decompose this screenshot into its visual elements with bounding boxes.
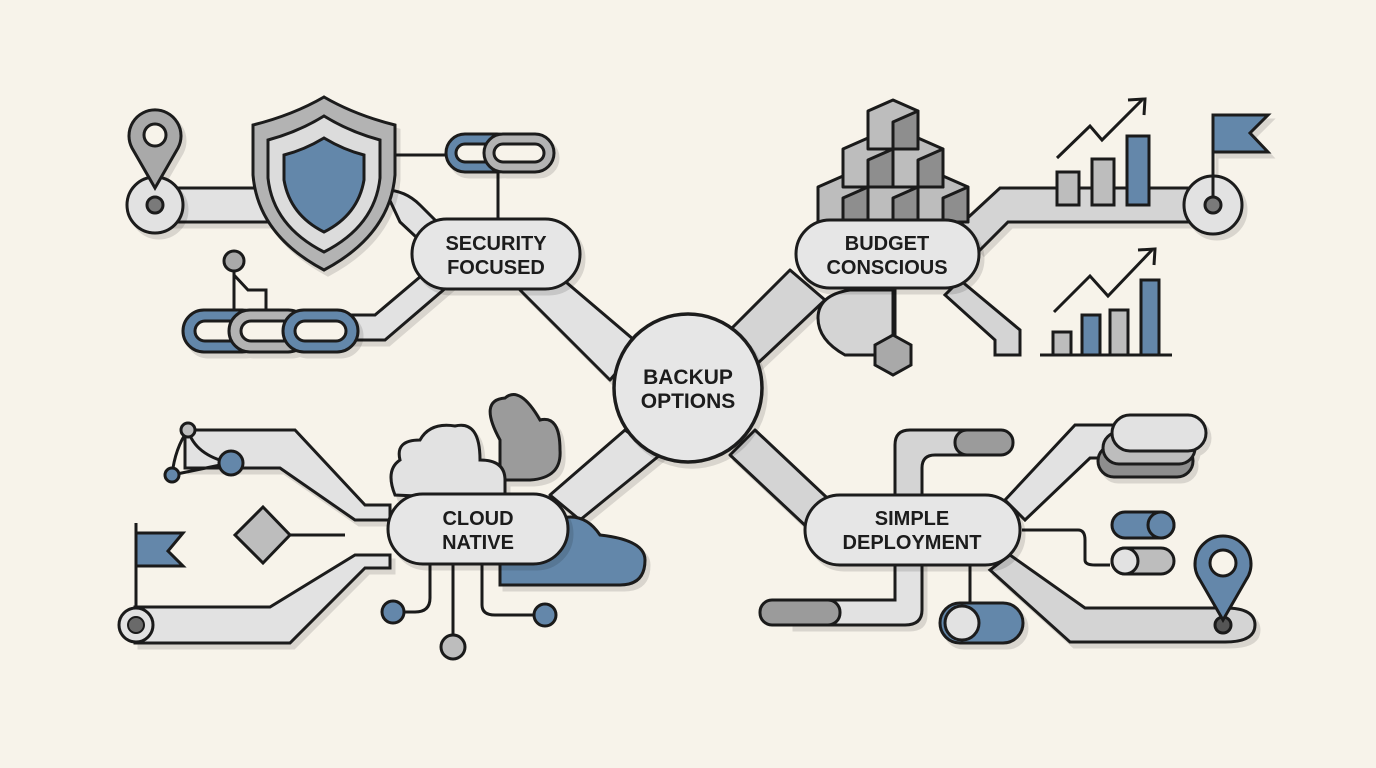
deployment-track-upper [1002, 423, 1117, 523]
network-node-left [380, 599, 406, 625]
bar-chart-growth-icon [1040, 247, 1172, 357]
network-node-right [532, 602, 558, 628]
toggle-connector [1022, 528, 1110, 567]
cloud-track-upper [183, 428, 392, 522]
deployment-label-line1: SIMPLE [875, 508, 949, 530]
flag-icon [222, 249, 268, 310]
cube-stack-icon [816, 98, 970, 224]
center-label-line2: OPTIONS [641, 390, 736, 413]
budget-label-line1: BUDGET [845, 233, 929, 255]
pipe-cap-bottom [758, 598, 842, 627]
bar-chart-up-icon [1055, 97, 1151, 207]
chain-links-bottom [181, 308, 360, 354]
budget-cluster: BUDGET CONSCIOUS [794, 97, 1272, 377]
hexagon-icon [873, 333, 913, 377]
shield-icon [251, 95, 397, 272]
diamond-icon [232, 504, 345, 566]
network-nodes-icon [163, 421, 245, 484]
location-pin-icon [1193, 534, 1253, 635]
center-label-line1: BACKUP [643, 366, 733, 389]
center-hub[interactable]: BACKUP OPTIONS [612, 312, 764, 464]
node-budget-conscious[interactable]: BUDGET CONSCIOUS [794, 218, 981, 290]
deployment-track-lower [987, 553, 1257, 644]
deployment-label-line2: DEPLOYMENT [843, 532, 982, 554]
budget-blob [816, 288, 897, 357]
node-simple-deployment[interactable]: SIMPLE DEPLOYMENT [803, 493, 1022, 567]
cloud-label-line1: CLOUD [442, 508, 513, 530]
server-stack-icon [1096, 413, 1208, 479]
budget-track-down [942, 277, 1022, 357]
cloud-cluster: CLOUD NATIVE [117, 393, 647, 661]
chain-link-icon [444, 132, 556, 174]
security-label-line2: FOCUSED [447, 257, 545, 279]
budget-label-line2: CONSCIOUS [826, 257, 947, 279]
toggle-switch[interactable] [938, 601, 1025, 645]
pipe-cap-top [953, 428, 1015, 457]
security-cluster: SECURITY FOCUSED [125, 95, 582, 354]
security-label-line1: SECURITY [445, 233, 547, 255]
cloud-track-lower [133, 553, 392, 645]
cloud-connectors [393, 565, 535, 635]
location-pin-icon [125, 108, 185, 235]
node-cloud-native[interactable]: CLOUD NATIVE [386, 492, 570, 566]
node-security-focused[interactable]: SECURITY FOCUSED [410, 217, 582, 291]
shield-chain-connector [396, 153, 500, 220]
network-node-bottom [439, 633, 467, 661]
cloud-label-line2: NATIVE [442, 532, 514, 554]
deployment-cluster: SIMPLE DEPLOYMENT [758, 413, 1257, 645]
budget-track-right [957, 186, 1217, 253]
flag-icon [117, 523, 187, 644]
toggle-icon[interactable] [1110, 510, 1176, 576]
flag-icon [1182, 113, 1272, 236]
